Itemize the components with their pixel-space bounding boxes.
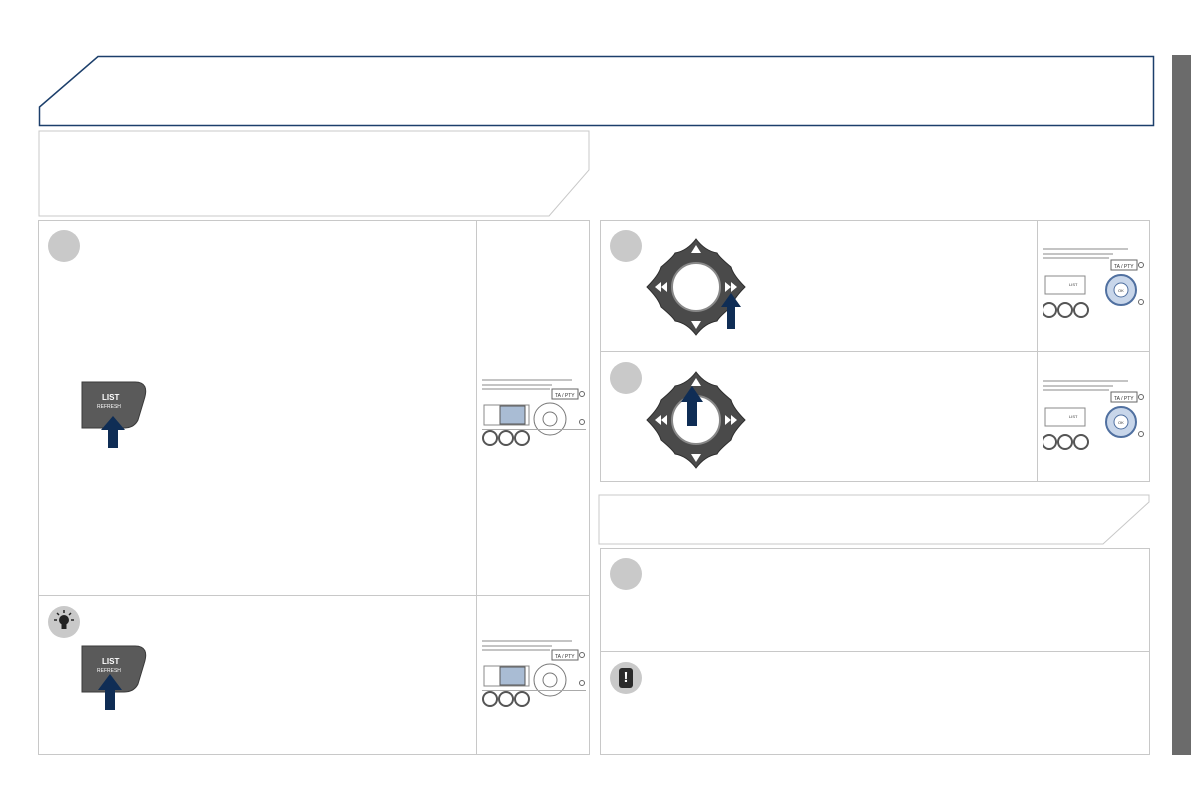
header-banner xyxy=(38,55,1155,127)
warning-circle: ! xyxy=(610,662,642,694)
radio-thumbnail-1: TA / PTY xyxy=(482,375,586,455)
radio-thumbnail-3: TA / PTY LIST OK xyxy=(1043,248,1144,318)
tip-press-arrow-icon xyxy=(98,674,122,710)
radio-thumbnail-2: TA / PTY xyxy=(482,640,586,707)
ta-pty-label-2: TA / PTY xyxy=(555,654,575,660)
nav-pad-up-icon xyxy=(646,371,746,469)
radio-thumbnail-4: TA / PTY LIST OK xyxy=(1043,380,1144,450)
ta-pty-label: TA / PTY xyxy=(555,393,575,399)
ok-label-3: OK xyxy=(1118,288,1124,293)
right-bottom-hdivider xyxy=(600,651,1150,652)
lightbulb-icon xyxy=(54,610,74,629)
exclamation-icon: ! xyxy=(619,668,633,688)
tip-refresh-label: REFRESH xyxy=(97,668,121,674)
right-section-title-box xyxy=(598,494,1150,545)
left-panel-divider xyxy=(476,220,477,755)
step-3-circle xyxy=(610,362,642,394)
refresh-label: REFRESH xyxy=(97,404,121,410)
list-label-3: LIST xyxy=(1069,282,1078,287)
ta-pty-label-4: TA / PTY xyxy=(1114,396,1134,402)
left-section-title-box xyxy=(38,130,590,217)
ok-label-4: OK xyxy=(1118,420,1124,425)
step-2-circle xyxy=(610,230,642,262)
nav-pad-right-icon xyxy=(646,238,746,336)
tip-list-refresh-illustration: LIST REFRESH xyxy=(80,644,150,714)
press-arrow-icon xyxy=(101,416,125,448)
side-tab xyxy=(1172,55,1191,755)
list-label-4: LIST xyxy=(1069,414,1078,419)
step-4-circle xyxy=(610,558,642,590)
left-panel-hdivider xyxy=(38,595,590,596)
right-steps-hdivider xyxy=(600,351,1150,352)
step-1-circle xyxy=(48,230,80,262)
list-label: LIST xyxy=(102,393,119,402)
tip-list-label: LIST xyxy=(102,657,119,666)
list-refresh-button-illustration: LIST REFRESH xyxy=(80,380,150,450)
ta-pty-label-3: TA / PTY xyxy=(1114,264,1134,270)
tip-circle xyxy=(48,606,80,638)
